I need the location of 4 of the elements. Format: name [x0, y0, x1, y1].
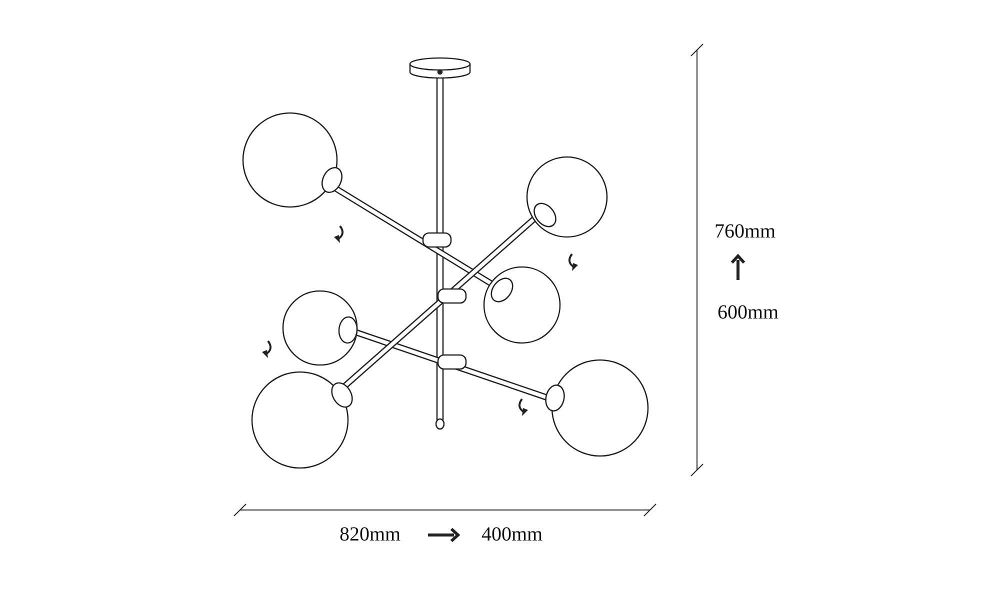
dimension-label: 820mm [339, 524, 401, 546]
dimension-label: 600mm [717, 302, 779, 324]
dimension-label: 400mm [481, 524, 543, 546]
dimension-label: 760mm [714, 220, 776, 244]
